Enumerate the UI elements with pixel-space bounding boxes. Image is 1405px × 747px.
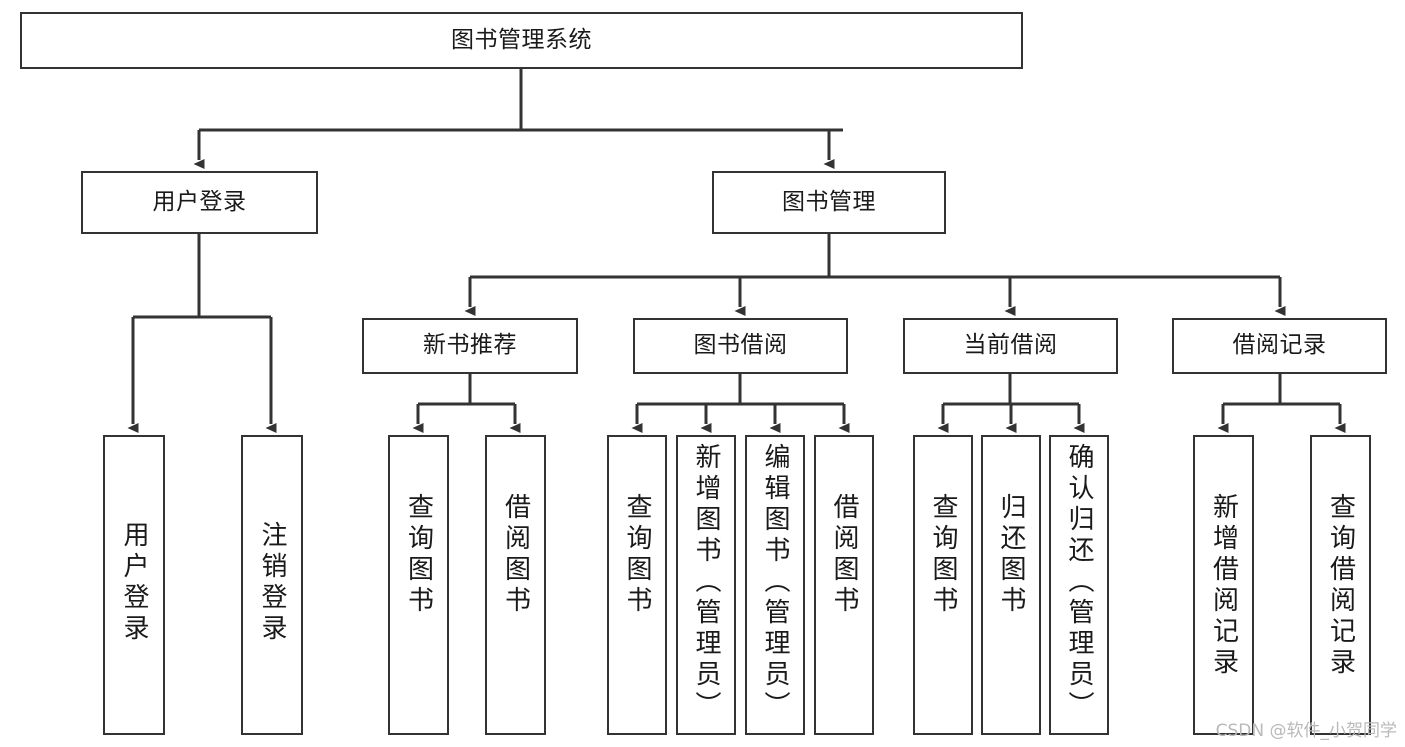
node-book-borrow[interactable]: 图书借阅 — [633, 318, 848, 374]
node-user-login[interactable]: 用户登录 — [81, 171, 318, 234]
node-root-label: 图书管理系统 — [451, 26, 592, 53]
leaf-add-book-admin[interactable]: 新增图书（管理员） — [676, 435, 736, 735]
node-current-borrow[interactable]: 当前借阅 — [903, 318, 1118, 374]
leaf-borrow-book-recommend[interactable]: 借阅图书 — [485, 435, 546, 735]
leaf-add-borrow-record-label: 新增借阅记录 — [1208, 493, 1239, 679]
leaf-query-book-borrow[interactable]: 查询图书 — [607, 435, 667, 735]
node-borrow-record-label: 借阅记录 — [1232, 332, 1327, 359]
leaf-confirm-return-admin[interactable]: 确认归还（管理员） — [1049, 435, 1109, 735]
leaf-logout[interactable]: 注销登录 — [241, 435, 303, 735]
node-book-management[interactable]: 图书管理 — [712, 171, 946, 234]
node-book-borrow-label: 图书借阅 — [693, 332, 788, 359]
leaf-query-book-current[interactable]: 查询图书 — [913, 435, 973, 735]
node-new-book-recommend-label: 新书推荐 — [423, 332, 517, 359]
leaf-query-borrow-record[interactable]: 查询借阅记录 — [1310, 435, 1371, 735]
node-borrow-record[interactable]: 借阅记录 — [1172, 318, 1387, 374]
leaf-borrow-book-label: 借阅图书 — [829, 493, 859, 617]
leaf-add-borrow-record[interactable]: 新增借阅记录 — [1193, 435, 1254, 735]
leaf-user-login[interactable]: 用户登录 — [103, 435, 165, 735]
leaf-add-book-admin-label: 新增图书（管理员） — [691, 443, 721, 722]
leaf-edit-book-admin-label: 编辑图书（管理员） — [760, 443, 790, 722]
leaf-return-book-label: 归还图书 — [996, 493, 1026, 617]
node-user-login-label: 用户登录 — [152, 188, 247, 215]
leaf-query-book-recommend-label: 查询图书 — [403, 493, 434, 617]
leaf-user-login-label: 用户登录 — [119, 521, 149, 645]
node-new-book-recommend[interactable]: 新书推荐 — [362, 318, 578, 374]
leaf-return-book[interactable]: 归还图书 — [981, 435, 1041, 735]
node-book-management-label: 图书管理 — [782, 188, 876, 215]
leaf-confirm-return-admin-label: 确认归还（管理员） — [1064, 443, 1094, 722]
leaf-borrow-book-recommend-label: 借阅图书 — [500, 493, 531, 617]
leaf-query-book-recommend[interactable]: 查询图书 — [388, 435, 449, 735]
node-root[interactable]: 图书管理系统 — [20, 12, 1023, 69]
watermark: CSDN @软件_小贺同学 — [1215, 721, 1397, 741]
leaf-borrow-book[interactable]: 借阅图书 — [814, 435, 874, 735]
leaf-query-book-current-label: 查询图书 — [928, 493, 958, 617]
leaf-logout-label: 注销登录 — [257, 521, 287, 645]
leaf-query-borrow-record-label: 查询借阅记录 — [1325, 493, 1356, 679]
leaf-query-book-borrow-label: 查询图书 — [622, 493, 652, 617]
node-current-borrow-label: 当前借阅 — [963, 332, 1058, 359]
leaf-edit-book-admin[interactable]: 编辑图书（管理员） — [745, 435, 805, 735]
